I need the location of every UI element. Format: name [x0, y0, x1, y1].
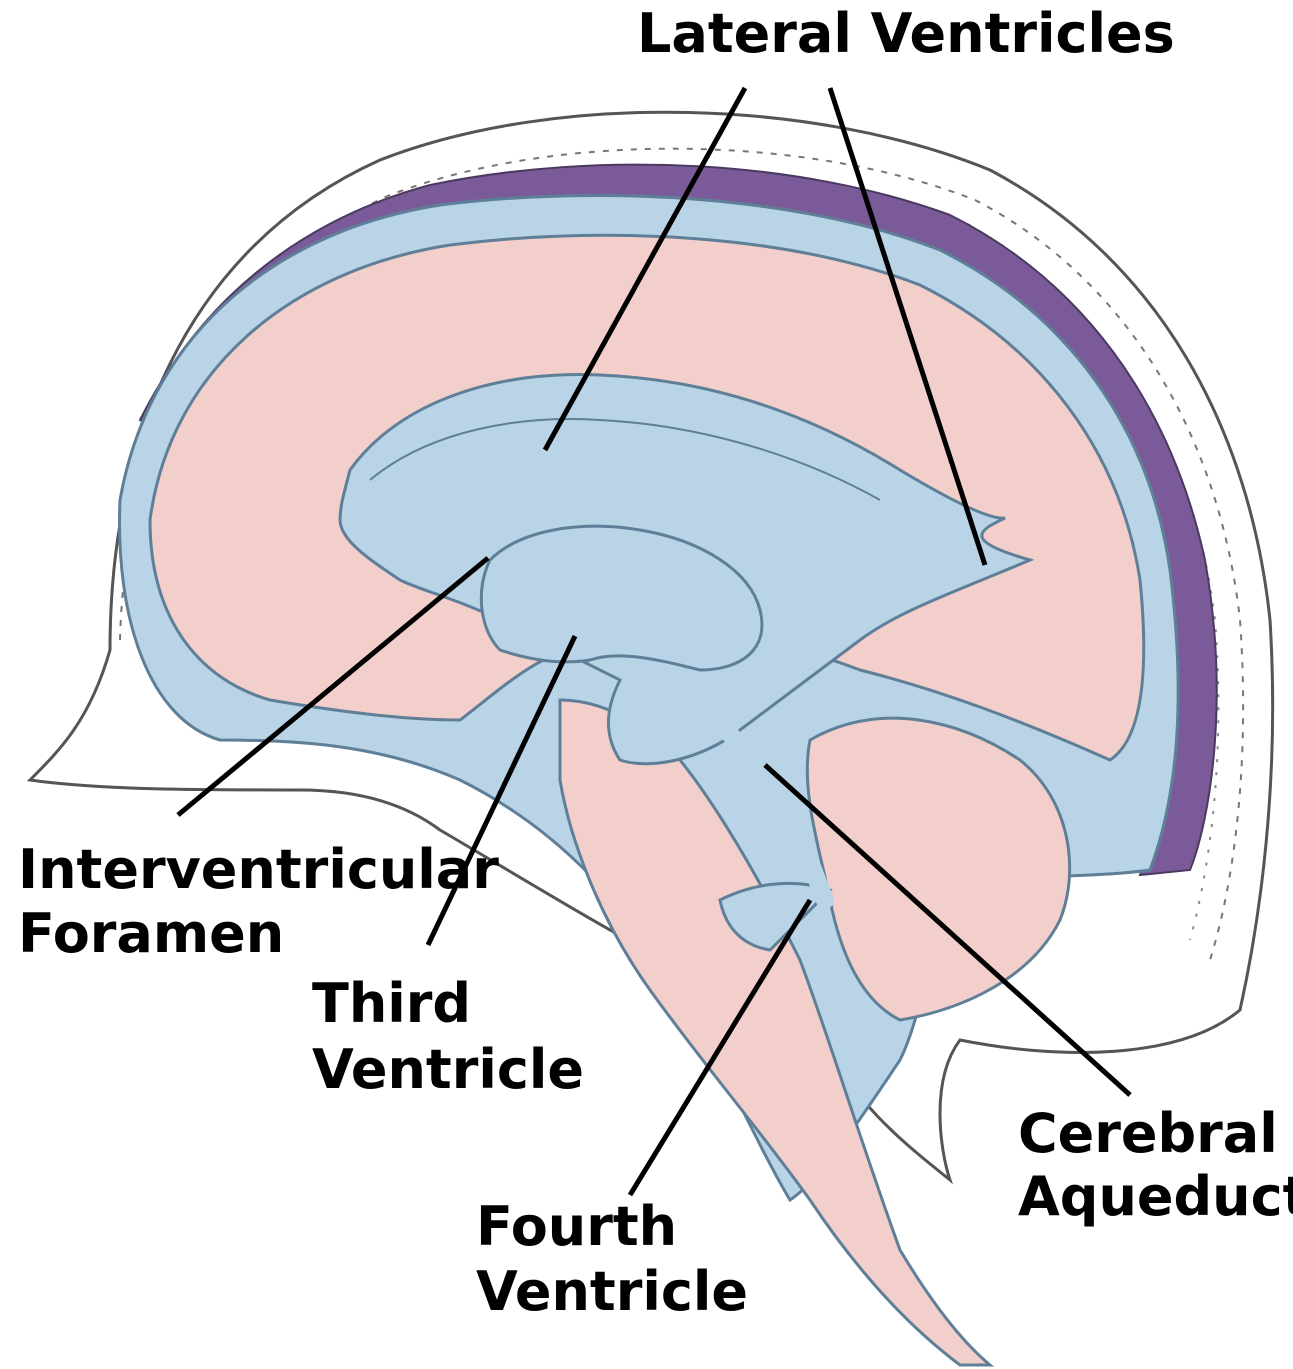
label-fourth-ventricle-line2: Ventricle — [476, 1260, 748, 1323]
label-third-ventricle-line2: Ventricle — [312, 1038, 584, 1101]
label-interventricular-foramen-line2: Foramen — [18, 902, 284, 965]
label-fourth-ventricle-line1: Fourth — [476, 1195, 677, 1258]
label-lateral-ventricles: Lateral Ventricles — [637, 2, 1175, 65]
label-cerebral-aqueduct-line1: Cerebral — [1018, 1102, 1278, 1165]
label-interventricular-foramen-line1: Interventricular — [18, 838, 499, 901]
label-cerebral-aqueduct-line2: Aqueduct — [1018, 1165, 1293, 1228]
label-third-ventricle-line1: Third — [312, 972, 471, 1035]
